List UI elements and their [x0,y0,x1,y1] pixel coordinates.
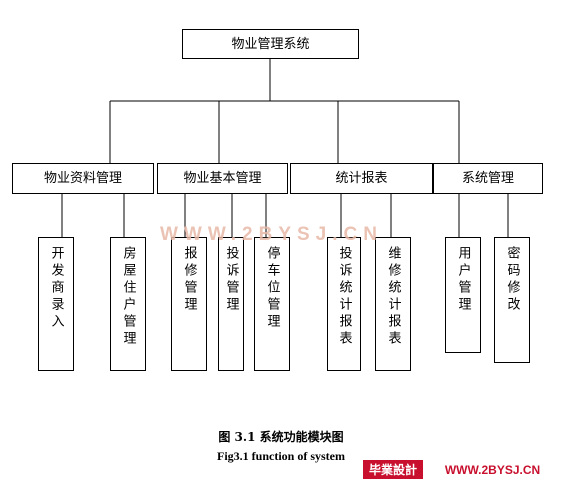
leaf-complaint-management: 投诉管理 [218,237,244,371]
leaf-house-resident-management: 房屋住户管理 [110,237,146,371]
module-statistics-report: 统计报表 [290,163,433,194]
module-system-management: 系统管理 [433,163,543,194]
root-node: 物业管理系统 [182,29,359,59]
footer-brand-logo: 毕業設計 WWW.2BYSJ.CN [363,460,562,479]
figure-caption-en: Fig3.1 function of system [217,449,345,463]
leaf-parking-management: 停车位管理 [254,237,290,371]
footer-brand-cn: 毕業設計 [369,463,418,477]
leaf-repair-management: 报修管理 [171,237,207,371]
module-property-basic: 物业基本管理 [157,163,288,194]
figure-caption-cn: 图 3.1 系统功能模块图 [218,430,344,444]
leaf-user-management: 用户管理 [445,237,481,353]
leaf-password-change: 密码修改 [494,237,530,363]
leaf-repair-stats-report: 维修统计报表 [375,237,411,371]
module-property-data: 物业资料管理 [12,163,154,194]
footer-url: WWW.2BYSJ.CN [423,460,562,479]
leaf-developer-entry: 开发商录入 [38,237,74,371]
leaf-complaint-stats-report: 投诉统计报表 [327,237,361,371]
